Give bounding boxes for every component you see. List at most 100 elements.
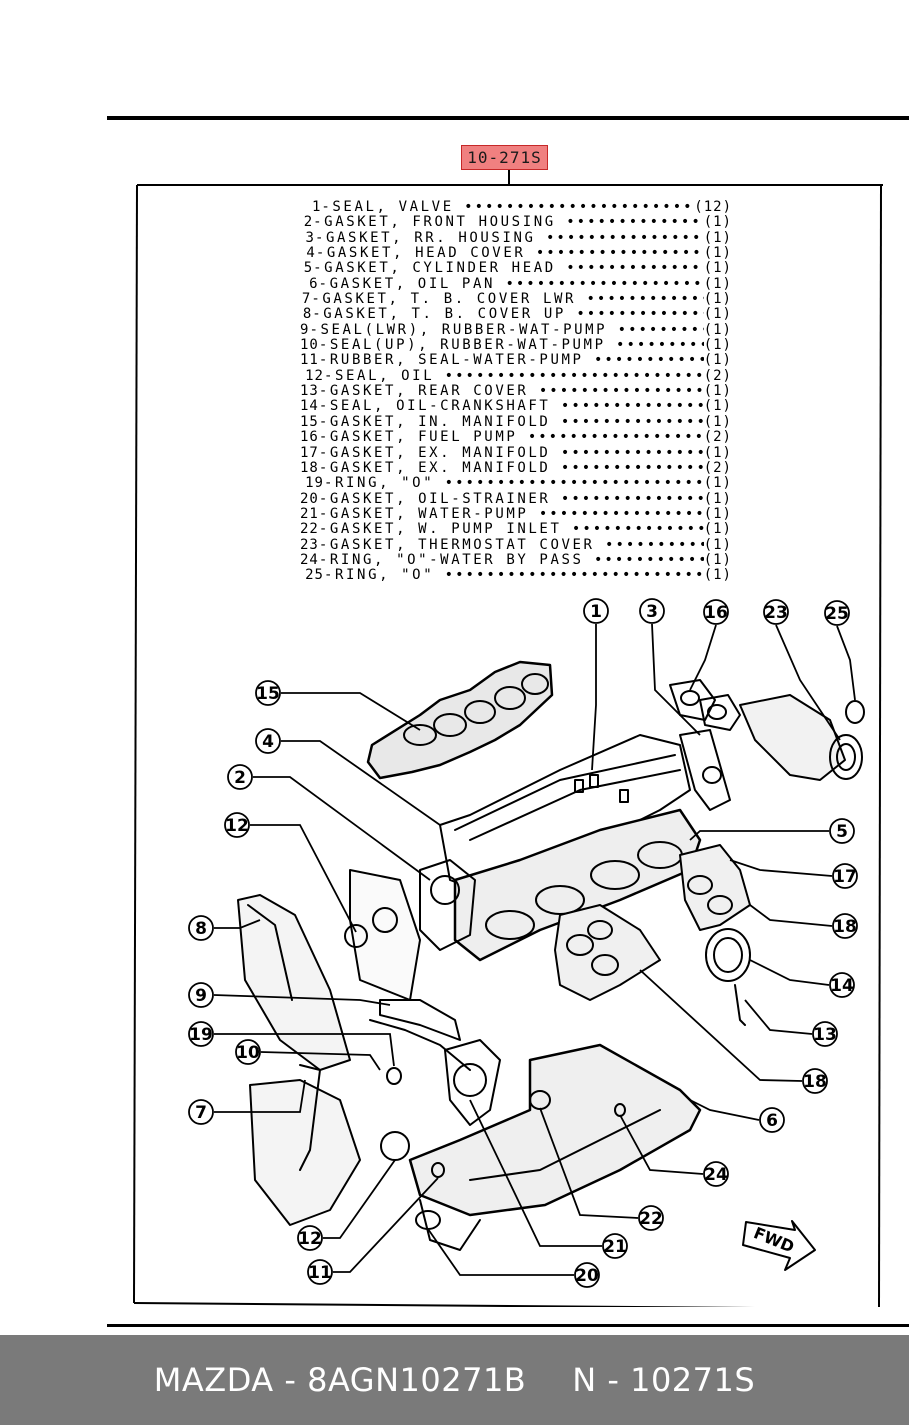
part-name: RING, "O" — [334, 567, 435, 584]
callout-leader-line — [250, 824, 357, 933]
callout-number: 21 — [603, 1237, 627, 1257]
part-name: GASKET, T. B. COVER UP — [323, 306, 566, 323]
part-separator: - — [318, 444, 330, 461]
callout-bubble — [235, 1039, 261, 1065]
callout-number: 3 — [646, 602, 658, 622]
water-pump-rubber-seal-drawing — [431, 1162, 445, 1178]
callout-leader-line — [469, 1099, 602, 1247]
callout-number: 12 — [225, 816, 249, 836]
part-quantity: (1) — [703, 413, 732, 430]
callout-number: 9 — [195, 986, 207, 1006]
callout-number: 24 — [704, 1165, 728, 1185]
callout-bubble — [829, 972, 855, 998]
callout-leader-line — [651, 623, 701, 736]
parts-list-row: 23-GASKET, THERMOSTAT COVER ••••••••••••… — [300, 536, 732, 553]
crankshaft-seal-drawing — [705, 928, 751, 982]
part-separator: - — [313, 260, 325, 277]
callout-bubble — [703, 1161, 729, 1187]
leader-dots: •••••••••••••••••••••••••••••••••••••••• — [545, 230, 704, 246]
part-quantity: (2) — [703, 459, 732, 476]
callout-number: 18 — [803, 1072, 827, 1092]
leader-dots: •••••••••••••••••••••••••••••••••••••••• — [527, 430, 704, 446]
oil-pan-drawing — [408, 1043, 702, 1251]
part-name: GASKET, IN. MANIFOLD — [329, 413, 551, 430]
part-number: 9 — [300, 321, 310, 338]
callout-leader-line — [775, 624, 841, 741]
leader-dots: •••••••••••••••••••••••••••••••••••••••• — [566, 261, 704, 277]
parts-list-row: 18-GASKET, EX. MANIFOLD ••••••••••••••••… — [300, 459, 732, 476]
valve-seals-drawing — [574, 774, 629, 803]
callout-leader-line — [214, 1079, 306, 1113]
callout-number: 6 — [766, 1111, 778, 1131]
part-quantity: (1) — [703, 444, 732, 461]
part-quantity: (1) — [703, 505, 732, 522]
part-separator: - — [318, 398, 330, 415]
part-separator: - — [318, 521, 330, 538]
callout-number: 18 — [833, 917, 857, 937]
leader-dots: •••••••••••••••••••••••••••••••••••••••• — [617, 322, 704, 338]
callout-number: 17 — [833, 867, 857, 887]
callout-bubble — [188, 915, 214, 941]
part-number: 6 — [309, 275, 319, 292]
part-quantity: (1) — [703, 490, 732, 507]
part-separator: - — [318, 337, 330, 354]
callout-bubble — [812, 1021, 838, 1047]
leader-dots: •••••••••••••••••••••••••••••••••••••••• — [576, 307, 703, 323]
callout-leader-line — [729, 859, 833, 877]
callout-bubble — [255, 680, 281, 706]
parts-list-row: 10-SEAL(UP), RUBBER-WAT-PUMP •••••••••••… — [300, 337, 732, 354]
callout-number: 14 — [830, 976, 854, 996]
parts-list-row: 7-GASKET, T. B. COVER LWR ••••••••••••••… — [300, 291, 732, 307]
part-separator: - — [318, 383, 330, 400]
part-separator: - — [318, 413, 330, 430]
part-name: GASKET, OIL PAN — [329, 275, 496, 292]
part-name: GASKET, FUEL PUMP — [329, 429, 518, 446]
part-number: 15 — [300, 413, 319, 430]
leader-dots: •••••••••••••••••••••••••••••••••••••••• — [444, 368, 704, 384]
parts-list-row: 1-SEAL, VALVE ••••••••••••••••••••••••••… — [300, 199, 732, 215]
part-quantity: (1) — [703, 229, 732, 246]
callout-bubble — [188, 1099, 214, 1125]
callout-leader-line — [749, 959, 830, 986]
part-separator: - — [323, 367, 335, 384]
leader-dots: •••••••••••••••••••••••••••••••••••••••• — [444, 476, 704, 492]
part-separator: - — [323, 567, 335, 584]
part-number: 22 — [300, 521, 319, 538]
part-name: SEAL(UP), RUBBER-WAT-PUMP — [329, 337, 606, 354]
part-quantity: (1) — [703, 475, 732, 492]
part-number: 23 — [300, 536, 319, 553]
fwd-arrow-shape — [742, 1220, 816, 1271]
part-name: GASKET, HEAD COVER — [326, 245, 526, 262]
footer-cross-reference: N - 10271S — [572, 1361, 756, 1399]
callout-number: 16 — [704, 603, 728, 623]
callout-bubble — [824, 600, 850, 626]
callout-bubble — [188, 1021, 214, 1047]
callout-bubble — [297, 1225, 323, 1251]
callout-bubble — [703, 599, 729, 625]
parts-list-row: 9-SEAL(LWR), RUBBER-WAT-PUMP •••••••••••… — [300, 321, 732, 338]
leader-dots: •••••••••••••••••••••••••••••••••••••••• — [538, 506, 704, 522]
part-number: 18 — [300, 459, 319, 476]
callout-leader-line — [744, 999, 813, 1035]
parts-list-row: 12-SEAL, OIL •••••••••••••••••••••••••••… — [300, 367, 732, 384]
leader-dots: •••••••••••••••••••••••••••••••••••••••• — [571, 522, 704, 538]
leader-dots: •••••••••••••••••••••••••••••••••••••••• — [616, 338, 704, 354]
part-separator: - — [318, 490, 330, 507]
parts-list-row: 16-GASKET, FUEL PUMP •••••••••••••••••••… — [300, 429, 732, 446]
oil-strainer-gasket-drawing — [415, 1210, 441, 1230]
part-number: 10 — [300, 337, 319, 354]
leader-dots: •••••••••••••••••••••••••••••••••••••••• — [605, 537, 704, 553]
callout-bubble — [227, 764, 253, 790]
part-separator: - — [318, 536, 330, 553]
top-rule — [107, 116, 909, 120]
part-quantity: (2) — [703, 429, 732, 446]
part-tag-leader — [508, 170, 510, 185]
part-number-tag: 10-271S — [461, 145, 548, 170]
callout-leader-line — [619, 1114, 704, 1175]
callout-leader-line — [639, 969, 803, 1082]
part-separator: - — [321, 199, 333, 215]
part-number: 14 — [300, 398, 319, 415]
part-separator: - — [312, 306, 324, 323]
rear-housing-gasket-drawing — [679, 729, 731, 811]
leader-dots: •••••••••••••••••••••••••••••••••••••••• — [560, 491, 704, 507]
